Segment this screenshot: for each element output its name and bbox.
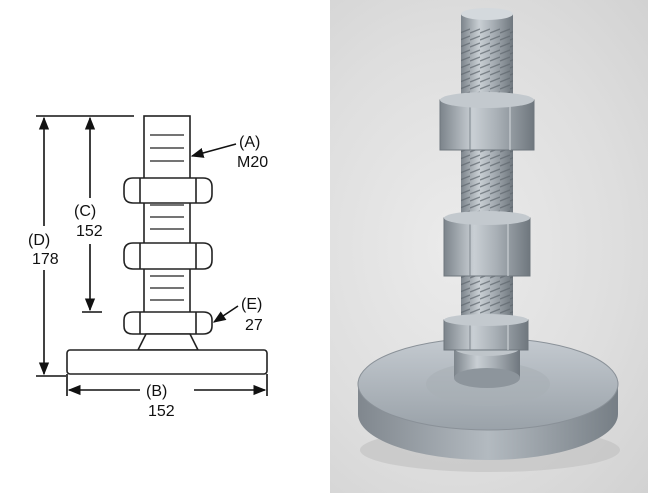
dimension-b [66, 374, 268, 396]
nut-size-value: 27 [245, 317, 263, 334]
lower-nut [123, 311, 213, 335]
technical-drawing: (D) 178 (C) 152 (B) 152 (A) M20 (E) 2 [28, 115, 268, 420]
dimension-b-letter: (B) [146, 383, 167, 400]
leader-e [212, 305, 239, 323]
product-photo-panel [330, 0, 648, 493]
dimension-d [36, 115, 134, 377]
photo-middle-nut [443, 211, 531, 277]
photo-bottom-nut [443, 314, 529, 351]
middle-nut [123, 242, 213, 270]
leader-a [190, 143, 237, 158]
dimension-d-value: 178 [32, 251, 59, 268]
base-plate [66, 349, 268, 375]
dimension-d-letter: (D) [28, 232, 50, 249]
technical-drawing-panel: (D) 178 (C) 152 (B) 152 (A) M20 (E) 2 [28, 115, 269, 420]
base-neck [136, 333, 200, 351]
photo-swivel-hub [454, 340, 520, 388]
leveling-foot-photo [357, 8, 620, 472]
dimension-c-value: 152 [76, 223, 103, 240]
thread-letter: (A) [239, 134, 260, 151]
nut-size-letter: (E) [241, 296, 262, 313]
dimension-c [82, 116, 102, 313]
photo-top-nut [439, 92, 535, 151]
dimension-c-letter: (C) [74, 203, 96, 220]
upper-nut [123, 177, 213, 204]
threaded-stud [143, 115, 191, 333]
thread-value: M20 [237, 154, 268, 171]
photo-threaded-stud [461, 8, 513, 350]
dimension-b-value: 152 [148, 403, 175, 420]
